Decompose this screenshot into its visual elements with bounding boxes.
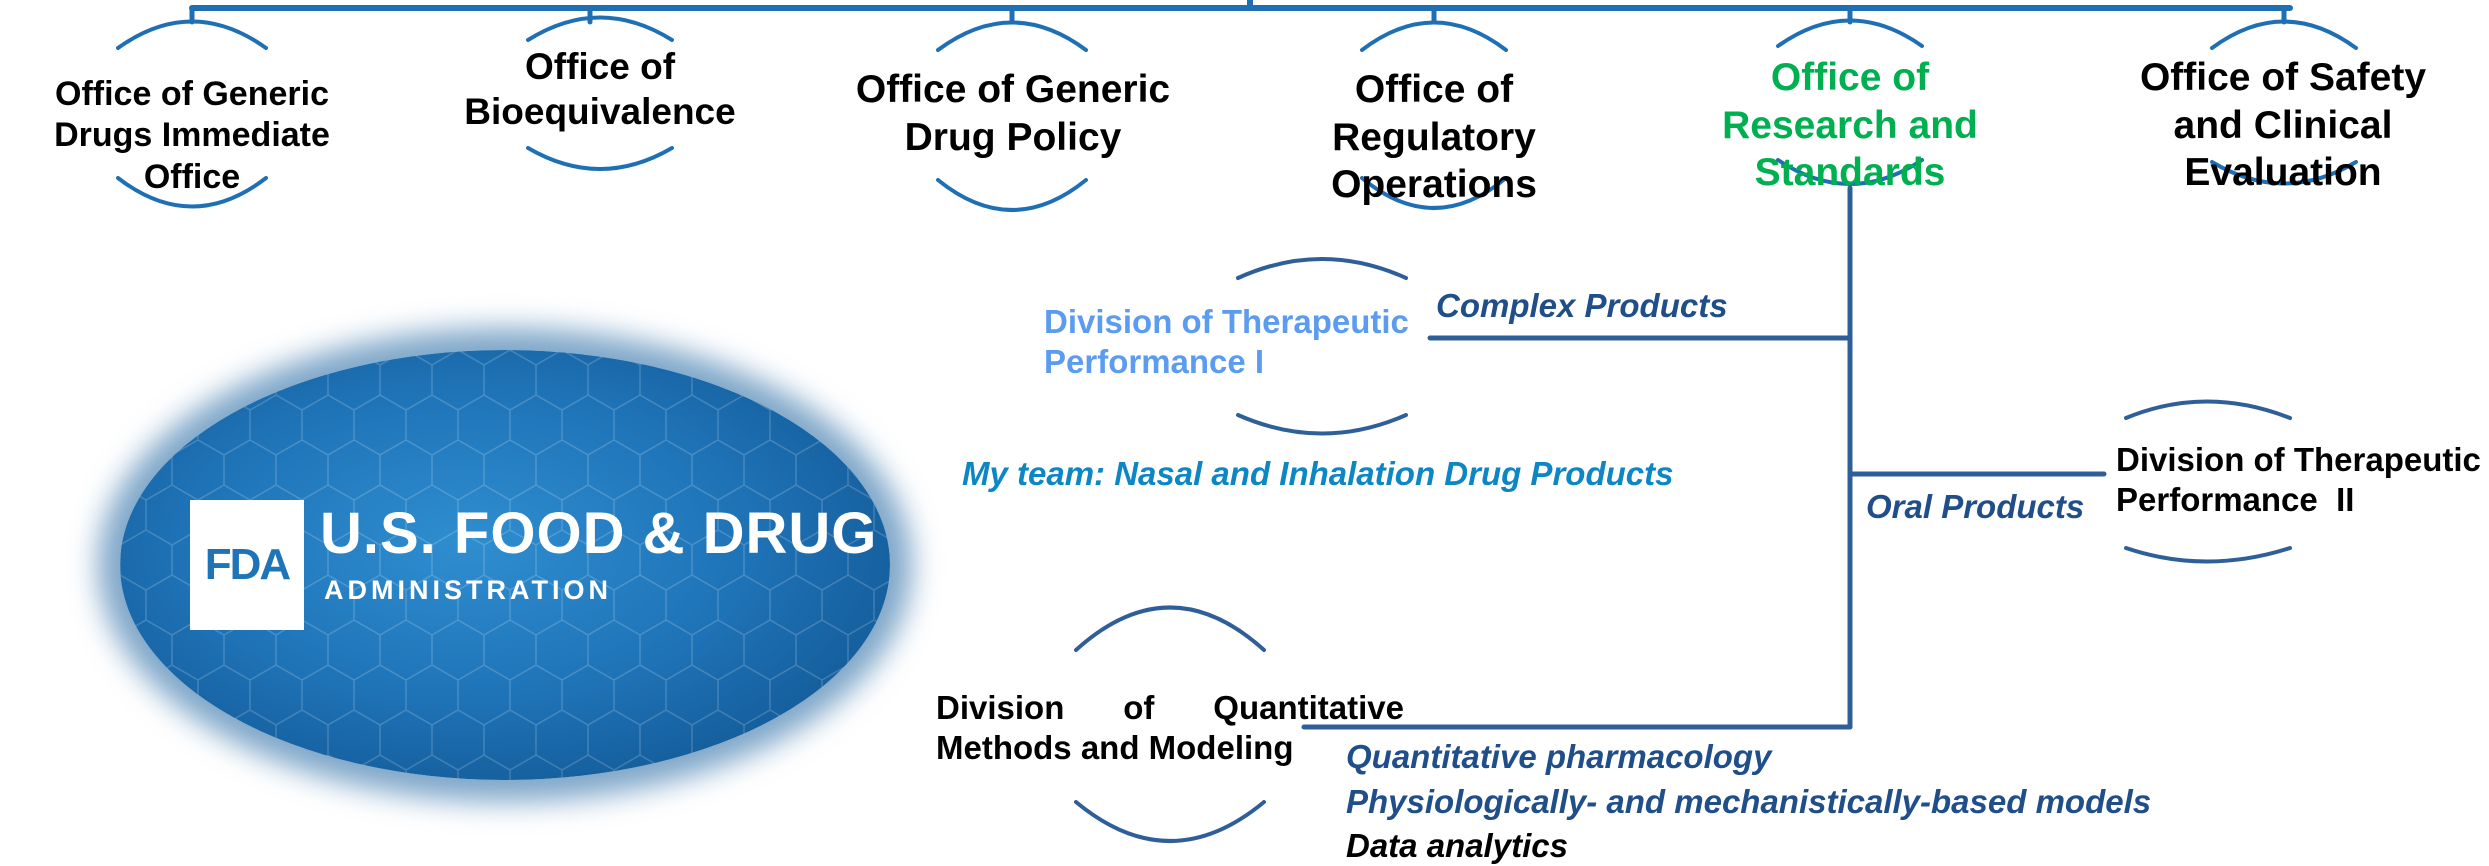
team-label: My team: Nasal and Inhalation Drug Produ… — [962, 455, 1674, 492]
office-bracket-arc — [1360, 20, 1508, 52]
fda-mark: FDA — [190, 500, 304, 630]
fda-logo-subtitle: ADMINISTRATION — [324, 575, 612, 605]
office-bracket-arc — [526, 146, 674, 171]
office-bracket-arc — [1776, 18, 1924, 48]
branch-label-complex-products: Complex Products — [1436, 287, 1728, 324]
dqmm-line2: Methods and Modeling — [936, 729, 1294, 767]
fda-logo: FDA U.S. FOOD & DRUG ADMINISTRATION — [120, 350, 890, 780]
division-bracket-arc — [1074, 800, 1266, 843]
office-bracket-arc — [936, 178, 1088, 212]
dqmm-focus-item: Quantitative pharmacology — [1346, 738, 1772, 775]
division-bracket-arc — [1074, 605, 1266, 652]
office-bracket-arc — [116, 19, 268, 50]
office-bracket-arc — [936, 20, 1088, 52]
fda-mark-text: FDA — [204, 540, 291, 589]
office-bracket-arc — [1776, 158, 1924, 186]
office-label-ors: Office of Research and Standards — [1722, 56, 1978, 195]
dqmm-focus-item: Data analytics — [1346, 827, 1568, 864]
dqmm-focus-item: Physiologically- and mechanistically-bas… — [1346, 783, 2152, 820]
office-bracket-arc — [1360, 176, 1508, 210]
dqmm-word: of — [1123, 689, 1155, 726]
dqmm-word: Quantitative — [1213, 689, 1404, 726]
office-label: Office of Bioequivalence — [464, 46, 736, 133]
office-bracket-arc — [526, 15, 674, 42]
division-label-dtp2: Division of Therapeutic Performance II — [2116, 441, 2481, 519]
office-bracket-arc — [2210, 19, 2358, 50]
office-label: Office of Generic Drug Policy — [855, 68, 1171, 159]
division-bracket-arc — [1236, 257, 1408, 280]
division-label-dqmm: Division of Quantitative Methods and Mod… — [936, 688, 1404, 769]
office-label: Office of Safety and Clinical Evaluation — [2139, 56, 2427, 195]
division-label-dtp1: Division of Therapeutic Performance I — [1044, 303, 1409, 381]
dqmm-word: Division — [936, 689, 1065, 726]
division-bracket-arc — [2124, 399, 2292, 420]
fda-logo-title: U.S. FOOD & DRUG — [320, 501, 878, 566]
office-label: Office of Generic Drugs Immediate Office — [54, 75, 330, 196]
office-bracket-arc — [116, 176, 268, 209]
branch-label-oral-products: Oral Products — [1866, 488, 2085, 525]
office-label: Office of Regulatory Operations — [1331, 68, 1537, 207]
office-bracket-arc — [2210, 160, 2358, 186]
division-bracket-arc — [2124, 546, 2292, 564]
division-bracket-arc — [1236, 413, 1408, 436]
